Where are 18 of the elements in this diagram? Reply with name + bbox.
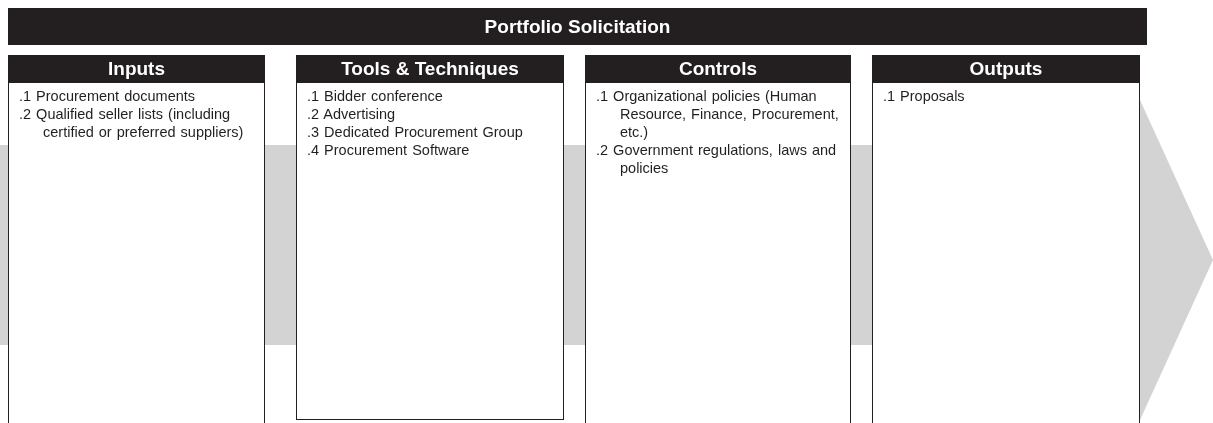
list-item: .1 Procurement documents bbox=[19, 87, 197, 105]
column-header: Tools & Techniques bbox=[297, 55, 563, 83]
column-header: Controls bbox=[586, 55, 850, 83]
column-panel bbox=[585, 55, 851, 423]
list-item: .1 Bidder conference bbox=[307, 87, 444, 105]
column-panel bbox=[8, 55, 265, 423]
list-item: .3 Dedicated Procurement Group bbox=[307, 123, 524, 141]
list-item: .2 Qualified seller lists (including certified or preferred suppliers) bbox=[19, 105, 245, 141]
list-item: .2 Government regulations, laws and policies bbox=[596, 141, 838, 177]
column-header: Outputs bbox=[873, 55, 1139, 83]
list-item: .1 Proposals bbox=[883, 87, 966, 105]
column-panel bbox=[872, 55, 1140, 423]
column-header: Inputs bbox=[9, 55, 264, 83]
list-item: .4 Procurement Software bbox=[307, 141, 471, 159]
list-item: .2 Advertising bbox=[307, 105, 397, 123]
list-item: .1 Organizational policies (Human Resource, Finance, Procurement, etc.) bbox=[596, 87, 840, 141]
column-panel bbox=[296, 55, 564, 420]
title-band: Portfolio Solicitation bbox=[8, 8, 1147, 45]
